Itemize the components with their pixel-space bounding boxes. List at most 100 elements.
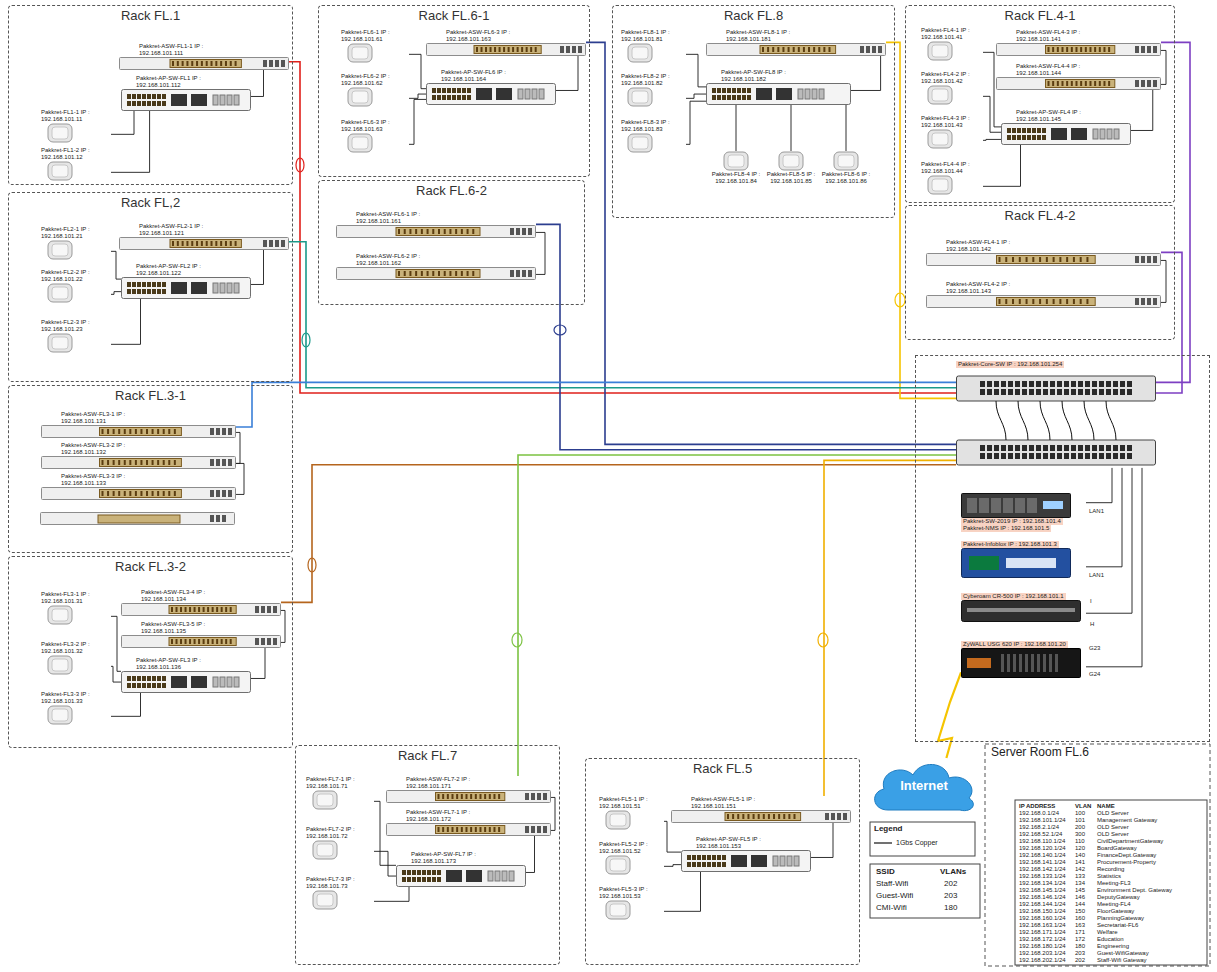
drawing-part (275, 240, 279, 247)
drawing-part (127, 289, 131, 294)
drawing-part (747, 814, 749, 819)
drawing-part (489, 827, 491, 832)
rack-heading: Rack FL.8 (613, 6, 894, 24)
drawing-part (1153, 80, 1157, 87)
drawing-part (724, 152, 748, 170)
drawing-part (1135, 298, 1139, 305)
drawing-part (273, 638, 277, 645)
drawing-part (52, 337, 68, 349)
drawing-part (1053, 299, 1055, 304)
drawing-part (725, 812, 801, 820)
ip-table-cell: CivilDepartmentGateway (1097, 838, 1163, 845)
drawing-part (212, 607, 214, 612)
drawing-part (177, 61, 179, 66)
ip-table-box (1015, 800, 1207, 965)
legend-item: 1Gbs Copper (874, 839, 938, 847)
drawing-part (137, 282, 141, 287)
copper-cable (111, 111, 150, 173)
drawing-part (1012, 135, 1016, 140)
drawing-part (48, 334, 72, 352)
drawing-part (777, 47, 779, 52)
drawing-part (727, 95, 731, 100)
drawing-part (142, 94, 146, 99)
device-label: Pakkret-FL2-1 IP : 192.168.101.21 (41, 226, 111, 240)
ip-table-cell: 160 (1075, 915, 1085, 922)
drawing-part (813, 47, 815, 52)
drawing-part (52, 127, 68, 139)
drawing-part (169, 605, 236, 613)
drawing-part (1029, 453, 1034, 459)
ip-table-cell: 192.168.145.1/24 (1019, 887, 1066, 894)
ip-table-cell: 142 (1075, 866, 1085, 873)
ssid-table-cell: 202 (944, 879, 957, 889)
device-label: Pakkret-ASW-FL4-1 IP : 192.168.101.142 (926, 239, 1046, 253)
device-label: Pakkret-FL8-4 IP : 192.168.101.84 (711, 171, 761, 185)
drawing-part (878, 46, 882, 53)
access-point: Pakkret-FL8-4 IP : 192.168.101.84 (711, 151, 761, 185)
drawing-part (1042, 128, 1046, 133)
drawing-part (543, 793, 547, 800)
drawing-part (1080, 47, 1082, 52)
drawing-part (1039, 299, 1041, 304)
drawing-part (1092, 445, 1097, 451)
drawing-part (456, 827, 458, 832)
ap-switch: Pakkret-AP-SW-FL3 IP : 192.168.101.136 (121, 657, 251, 693)
drawing-part (780, 856, 785, 866)
device-label: Internet (868, 758, 980, 813)
infoblox-appliance: Pakkret-Infoblox IP : 192.168.101.3 (961, 541, 1086, 578)
copper-cable (111, 299, 141, 345)
port-label: G23 (1089, 645, 1100, 652)
drawing-part (957, 440, 1156, 465)
drawing-part (489, 794, 491, 799)
drawing-part (732, 814, 734, 819)
access-point-icon (627, 43, 653, 63)
drawing-part (172, 61, 174, 66)
drawing-part (230, 241, 232, 246)
drawing-part (409, 229, 411, 234)
drawing-part (222, 459, 226, 466)
drawing-part (140, 460, 142, 465)
drawing-part (182, 61, 184, 66)
access-point: Pakkret-FL3-2 IP : 192.168.101.32 (41, 641, 111, 675)
drawing-part (234, 677, 239, 687)
drawing-part (1043, 389, 1048, 395)
drawing-part (1015, 453, 1020, 459)
drawing-part (127, 282, 131, 287)
access-switch: Pakkret-ASW-FL3-5 IP : 192.168.101.135 (121, 621, 281, 648)
access-point: Pakkret-FL6-2 IP : 192.168.101.62 (341, 73, 409, 107)
drawing-part (220, 283, 225, 293)
drawing-part (1113, 445, 1118, 451)
ap-switch-icon (396, 865, 526, 887)
drawing-part (402, 870, 406, 875)
drawing-part (452, 95, 456, 100)
drawing-part (267, 606, 271, 613)
drawing-part (1073, 299, 1075, 304)
drawing-part (267, 638, 271, 645)
drawing-part (396, 269, 480, 277)
drawing-part (1061, 81, 1063, 86)
drawing-part (512, 633, 522, 647)
copper-cable (251, 70, 264, 97)
drawing-part (747, 88, 751, 93)
ip-table-cell: 192.168.171.1/24 (1019, 929, 1066, 936)
access-switch-icon (386, 823, 551, 836)
drawing-part (1050, 445, 1055, 451)
device-label: Pakkret-FL3-1 IP : 192.168.101.31 (41, 591, 111, 605)
drawing-part (1103, 81, 1105, 86)
drawing-part (798, 89, 803, 99)
drawing-part (52, 287, 68, 299)
drawing-part (687, 862, 691, 867)
drawing-part (227, 677, 232, 687)
drawing-part (436, 792, 505, 800)
ip-table-cell: 192.168.144.1/24 (1019, 901, 1066, 908)
drawing-part (997, 255, 1096, 263)
access-switch-icon (41, 425, 236, 438)
drawing-part (803, 47, 805, 52)
access-point: Pakkret-FL5-1 IP : 192.168.101.51 (599, 796, 664, 830)
drawing-part (1094, 47, 1096, 52)
drawing-part (1086, 257, 1088, 262)
copper-cable (374, 887, 409, 902)
drawing-part (1046, 257, 1048, 262)
drawing-part (510, 270, 514, 277)
